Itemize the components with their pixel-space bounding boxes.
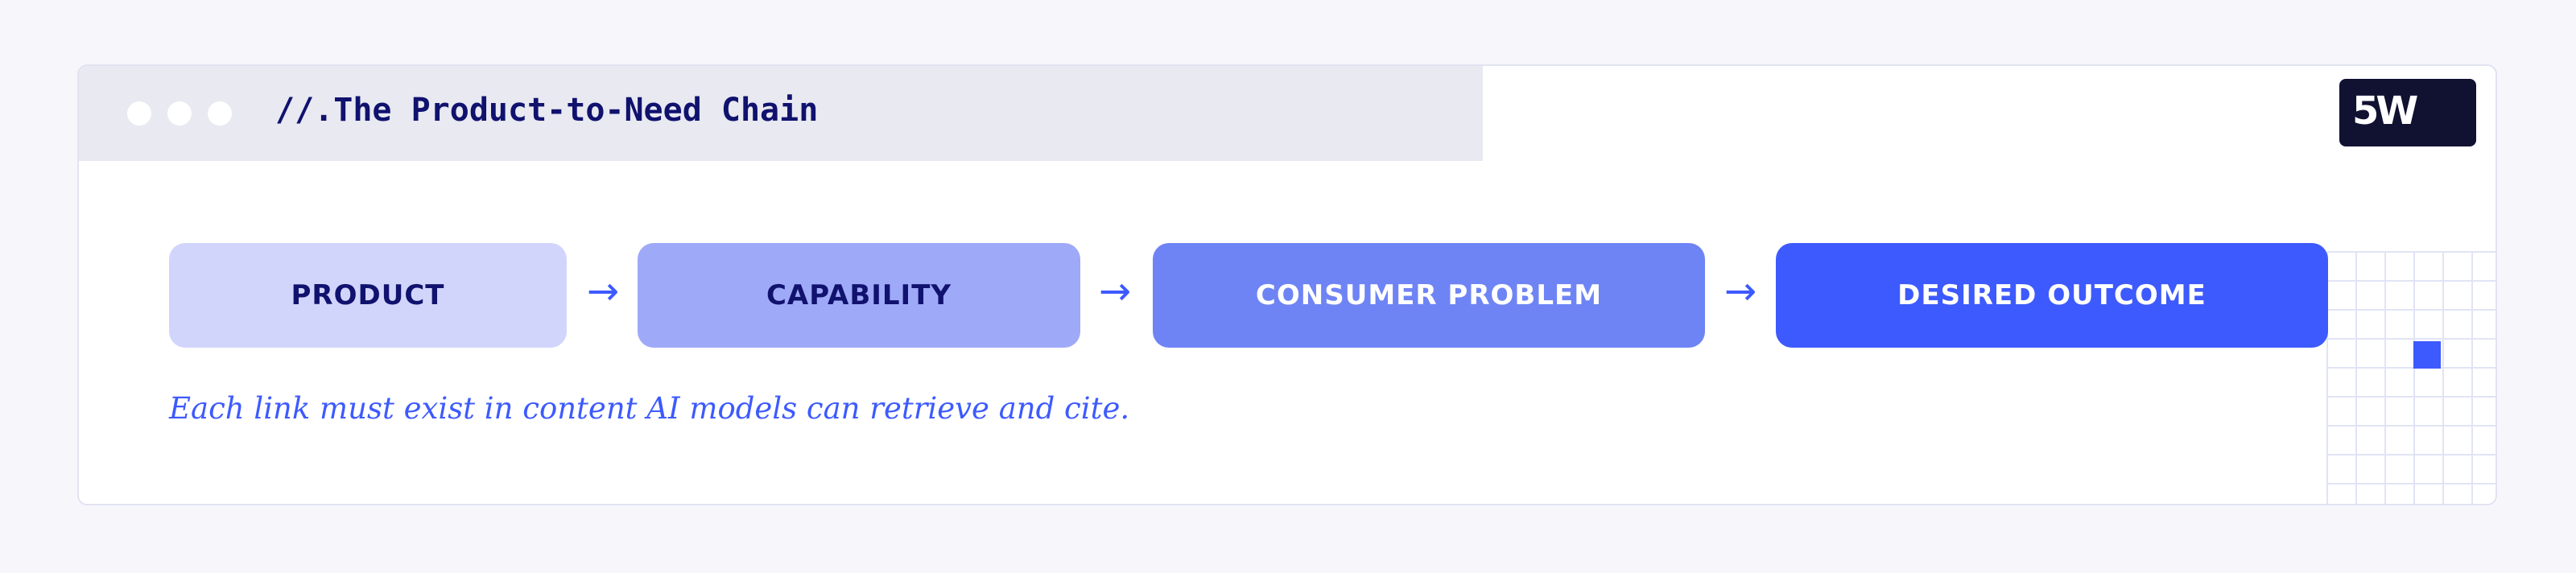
arrow-right-icon: → (1724, 269, 1757, 314)
product-to-need-chain: PRODUCT → CAPABILITY → CONSUMER PROBLEM … (79, 66, 2496, 504)
window-dot-2 (167, 101, 192, 126)
title-bar-slant (1407, 66, 1483, 161)
chain-node-product: PRODUCT (169, 243, 567, 348)
chain-node-capability: CAPABILITY (638, 243, 1080, 348)
chain-caption: Each link must exist in content AI model… (169, 391, 1130, 426)
diagram-card: //.The Product-to-Need Chain 5W PRODUCT … (77, 64, 2497, 505)
window-dot-3 (208, 101, 232, 126)
chain-node-consumer-problem: CONSUMER PROBLEM (1153, 243, 1705, 348)
decorative-grid (2326, 251, 2496, 504)
brand-logo: 5W (2339, 79, 2476, 146)
grid-highlight-square (2413, 341, 2441, 369)
chain-node-desired-outcome: DESIRED OUTCOME (1776, 243, 2328, 348)
arrow-right-icon: → (1098, 269, 1132, 314)
window-dot-1 (127, 101, 151, 126)
title-bar (79, 66, 1483, 161)
arrow-right-icon: → (586, 269, 620, 314)
diagram-title: //.The Product-to-Need Chain (275, 92, 819, 129)
